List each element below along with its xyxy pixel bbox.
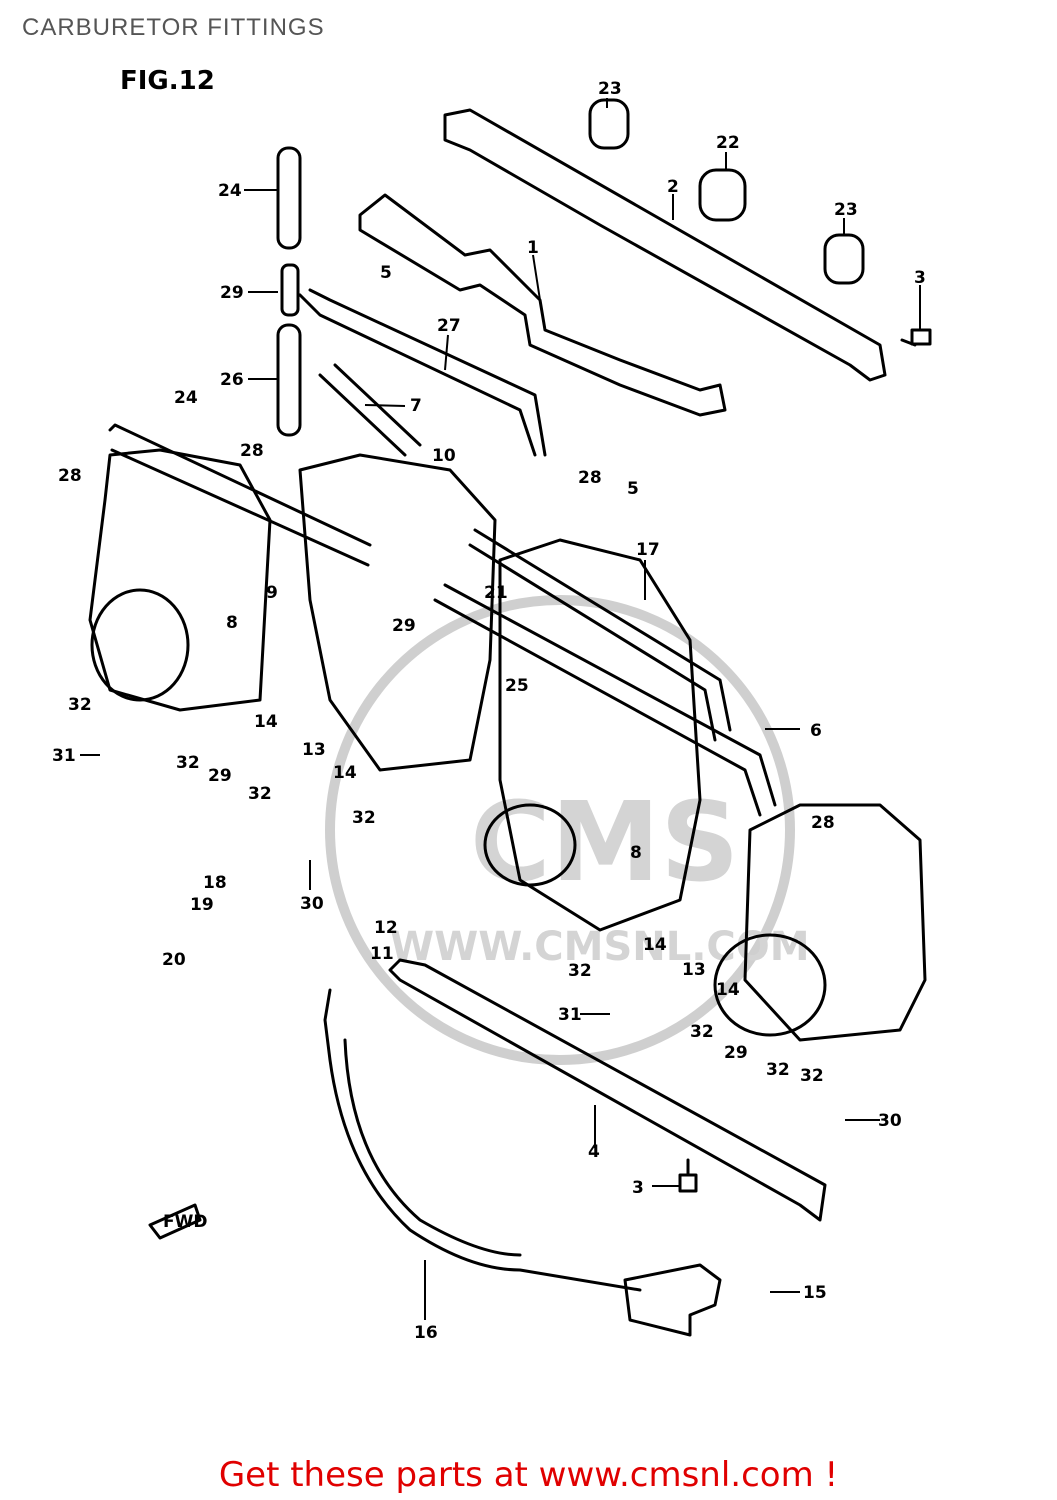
callout-8: 8 (630, 843, 642, 863)
callout-28: 28 (578, 468, 602, 488)
callout-32: 32 (352, 808, 376, 828)
callout-26: 26 (220, 370, 244, 390)
callout-8: 8 (226, 613, 238, 633)
callout-32: 32 (176, 753, 200, 773)
callout-32: 32 (800, 1066, 824, 1086)
callout-21: 21 (484, 583, 508, 603)
callout-24: 24 (174, 388, 198, 408)
callout-14: 14 (643, 935, 667, 955)
callout-5: 5 (627, 479, 639, 499)
forward-arrow-label: FWD (163, 1212, 207, 1232)
lower-bracket-plate (388, 958, 827, 1222)
callout-17: 17 (636, 540, 660, 560)
callout-29: 29 (724, 1043, 748, 1063)
callout-1: 1 (527, 238, 539, 258)
callout-15: 15 (803, 1283, 827, 1303)
callout-30: 30 (878, 1111, 902, 1131)
callout-28: 28 (811, 813, 835, 833)
upper-bracket-plate (443, 108, 887, 382)
fuel-hoses (108, 423, 777, 817)
callout-28: 28 (240, 441, 264, 461)
callout-25: 25 (505, 676, 529, 696)
callout-11: 11 (370, 944, 394, 964)
callout-14: 14 (333, 763, 357, 783)
leader-lines (80, 98, 921, 1320)
callout-29: 29 (208, 766, 232, 786)
callout-29: 29 (392, 616, 416, 636)
callout-20: 20 (162, 950, 186, 970)
callout-3: 3 (914, 268, 926, 288)
callout-7: 7 (410, 396, 422, 416)
callout-labels: 23 22 2 23 3 24 29 5 1 27 26 7 24 28 28 … (52, 79, 926, 1343)
watermark-brand: CMS (470, 778, 739, 906)
link-plate (358, 193, 727, 417)
callout-10: 10 (432, 446, 456, 466)
callout-5: 5 (380, 263, 392, 283)
callout-14: 14 (254, 712, 278, 732)
callout-13: 13 (682, 960, 706, 980)
callout-12: 12 (374, 918, 398, 938)
figure-number: FIG.12 (120, 66, 215, 96)
hose-7 (318, 363, 422, 457)
callout-2: 2 (667, 177, 679, 197)
callout-4: 4 (588, 1142, 600, 1162)
carburetor-bodies (88, 448, 927, 1042)
callout-3: 3 (632, 1178, 644, 1198)
page-title: CARBURETOR FITTINGS (22, 14, 325, 41)
callout-32: 32 (766, 1060, 790, 1080)
callout-16: 16 (414, 1323, 438, 1343)
callout-32: 32 (68, 695, 92, 715)
callout-28: 28 (58, 466, 82, 486)
callout-23: 23 (598, 79, 622, 99)
callout-22: 22 (716, 133, 740, 153)
callout-29: 29 (220, 283, 244, 303)
vent-hoses (276, 146, 547, 457)
callout-13: 13 (302, 740, 326, 760)
callout-32: 32 (690, 1022, 714, 1042)
callout-32: 32 (248, 784, 272, 804)
screw-top (900, 328, 932, 347)
starter-cable (323, 988, 642, 1292)
forward-arrow: FWD (148, 1203, 207, 1240)
callout-32: 32 (568, 961, 592, 981)
callout-31: 31 (558, 1005, 582, 1025)
callout-31: 31 (52, 746, 76, 766)
screw-bottom (678, 1158, 698, 1193)
callout-24: 24 (218, 181, 242, 201)
callout-27: 27 (437, 316, 461, 336)
callout-23: 23 (834, 200, 858, 220)
callout-6: 6 (810, 721, 822, 741)
footer-cta[interactable]: Get these parts at www.cmsnl.com ! (218, 1455, 839, 1495)
callout-18: 18 (203, 873, 227, 893)
callout-30: 30 (300, 894, 324, 914)
cable-bracket (623, 1263, 722, 1337)
callout-19: 19 (190, 895, 214, 915)
watermark-site: WWW.CMSNL.COM (390, 924, 810, 970)
callout-14: 14 (716, 980, 740, 1000)
watermark: CMS WWW.CMSNL.COM (325, 595, 810, 1065)
callout-9: 9 (266, 583, 278, 603)
